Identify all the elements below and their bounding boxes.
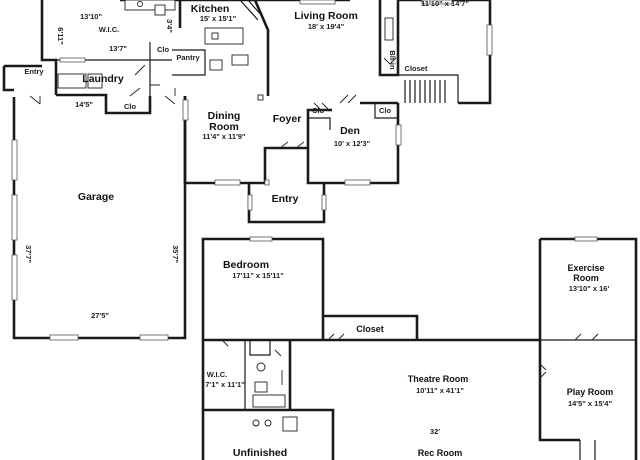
wall-unfinished [203,408,335,460]
wall-play-stairs [579,440,596,460]
dining-room-name-2: Room [209,121,239,133]
laundry-name: Laundry [82,73,124,85]
clo-lower-label: Clo [124,102,137,111]
wall-right-main [306,103,400,185]
garage-dim-left: 37'7" [24,245,33,263]
den-dim: 10' x 12'3" [334,139,371,148]
stairs-main [404,80,446,103]
den-clo-right: Clo [379,106,392,115]
garage-dim-right: 35'7" [171,245,180,263]
wall-den-clo [308,103,398,130]
lower-level-labels: Bedroom 17'11" x 15'11" Closet Exercise … [205,259,613,459]
kitchen-name: Kitchen [191,3,230,15]
lower-level-windows [249,236,598,242]
main-level-fixtures [57,0,394,101]
wall-wic-outer [40,0,58,95]
exercise-room-name-1: Exercise [567,263,604,273]
wic-lower-name: W.I.C. [207,370,227,379]
main-level-windows [11,0,493,341]
main-level-labels: Kitchen 15' x 15'1" Living Room 18' x 19… [24,0,469,320]
bedroom-dim: 17'11" x 15'11" [232,271,284,280]
wall-entry-side [2,64,42,92]
pantry-label: Pantry [176,53,200,62]
wall-living-top-right [378,0,400,77]
play-room-dim: 14'5" x 15'4" [568,399,612,408]
wall-laundry-bottom [56,93,152,115]
wall-exercise [540,237,638,460]
garage-dim-bottom: 27'5" [91,311,109,320]
wic-dim: 13'10" [80,12,102,21]
dining-room-dim: 11'4" x 11'9" [202,132,246,141]
theatre-room-dim: 10'11" x 41'1" [416,386,464,395]
wic-name: W.I.C. [99,25,119,34]
closet-top-label: Closet [405,64,428,73]
rec-room-name: Rec Room [418,448,463,458]
closet-lower-label: Closet [356,324,384,334]
top-room-dim: 11'10" x 14'7" [421,0,469,8]
wall-closet [323,314,419,340]
wall-corridor [203,338,540,410]
entry-front-name: Entry [272,193,299,205]
main-level-walls [2,0,492,340]
garage-name: Garage [78,191,114,203]
den-name: Den [340,125,360,137]
main-level-doors [29,57,397,149]
living-room-dim: 18' x 19'4" [308,22,345,31]
hall-dim: 14'5" [75,100,93,109]
wic-lower-dim: 7'1" x 11'1" [205,380,245,389]
den-clo-left: Clo [312,106,325,115]
bedroom-name: Bedroom [223,259,269,271]
laundry-dim: 13'7" [109,44,127,53]
theatre-room-name: Theatre Room [408,374,469,384]
kitchen-side-dim: 3'4" [165,19,174,33]
play-room-name: Play Room [567,387,614,397]
wall-kitchen-right [253,0,270,96]
foyer-name: Foyer [273,113,302,125]
wall-exercise-left [538,239,580,442]
kitchen-dim: 15' x 15'1" [200,14,237,23]
living-room-name: Living Room [294,10,358,22]
wall-pantry-box [172,49,206,76]
rec-room-dim: 32' [430,427,440,436]
wall-garage [12,96,187,340]
dining-room-name-1: Dining [208,110,241,122]
unfinished-name: Unfinished [233,447,287,459]
wall-closet-top [398,74,459,103]
clo-upper-label: Clo [157,45,170,54]
lower-level-walls [201,237,638,460]
lower-level-fixtures [252,362,298,432]
entry-side-label: Entry [24,67,44,76]
lower-level-doors [221,333,599,385]
wic-side-dim: 6'11" [56,27,65,45]
exercise-room-dim: 13'10" x 16' [569,284,610,293]
exercise-room-name-2: Room [573,273,599,283]
wall-top-room [398,0,492,105]
built-in-label: Blt-in [388,50,397,70]
